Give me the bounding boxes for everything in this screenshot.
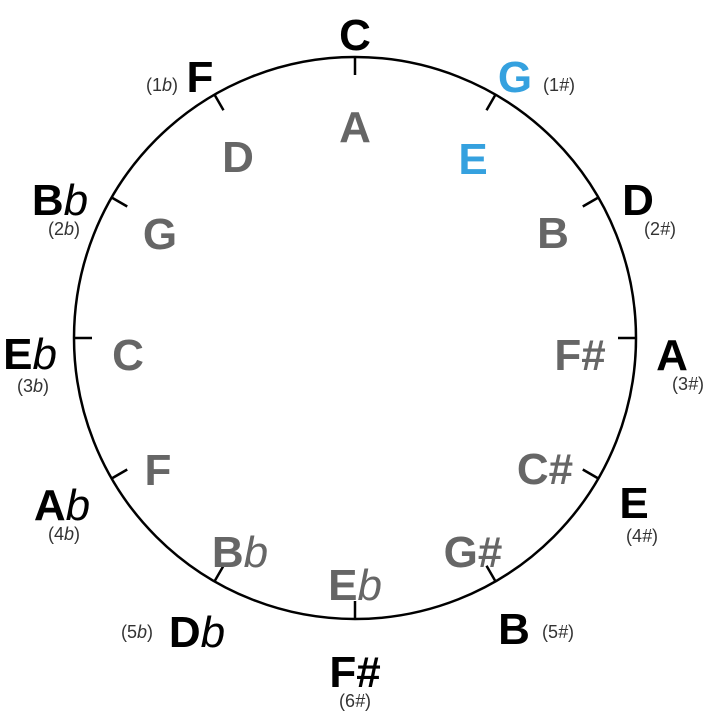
- relative-minor-label: C: [112, 331, 144, 380]
- major-key-label: Ab: [34, 481, 90, 530]
- key-signature-label: (4b): [48, 524, 80, 544]
- tick-mark: [485, 94, 497, 111]
- major-key-label: F#: [329, 648, 380, 697]
- major-key-label: F: [187, 53, 214, 102]
- relative-minor-label: Eb: [328, 561, 382, 610]
- major-key-label: C: [339, 11, 371, 60]
- tick-mark: [485, 565, 497, 582]
- relative-minor-label: A: [339, 103, 371, 152]
- relative-minor-label: F: [145, 446, 172, 495]
- key-signature-label: (4#): [626, 526, 658, 546]
- tick-mark: [111, 468, 128, 480]
- key-signature-label: (3b): [17, 376, 49, 396]
- major-key-label: B: [498, 605, 530, 654]
- relative-minor-label: G#: [444, 528, 503, 577]
- relative-minor-label: B: [537, 209, 569, 258]
- tick-mark: [213, 565, 225, 582]
- major-key-label: Eb: [3, 330, 57, 379]
- key-signature-label: (6#): [339, 691, 371, 711]
- key-signature-label: (2#): [644, 219, 676, 239]
- relative-minor-label: F#: [554, 331, 605, 380]
- major-key-label: D: [622, 176, 654, 225]
- key-signature-label: (1b): [146, 75, 178, 95]
- key-signature-label: (5#): [542, 622, 574, 642]
- key-labels: CAGE(1#)DB(2#)AF#(3#)EC#(4#)BG#(5#)F#Eb(…: [3, 11, 704, 711]
- relative-minor-label: G: [143, 210, 177, 259]
- key-signature-label: (3#): [672, 374, 704, 394]
- tick-mark: [582, 196, 599, 208]
- key-signature-label: (1#): [543, 75, 575, 95]
- tick-mark: [111, 196, 128, 208]
- major-key-label: Bb: [32, 176, 88, 225]
- tick-mark: [582, 468, 599, 480]
- relative-minor-label: E: [458, 135, 487, 184]
- major-key-label: G: [498, 53, 532, 102]
- key-signature-label: (5b): [121, 622, 153, 642]
- major-key-label: Db: [169, 608, 225, 657]
- key-signature-label: (2b): [48, 219, 80, 239]
- major-key-label: A: [656, 331, 688, 380]
- relative-minor-label: C#: [517, 445, 573, 494]
- relative-minor-label: D: [222, 133, 254, 182]
- major-key-label: E: [619, 479, 648, 528]
- tick-marks: [74, 57, 636, 619]
- tick-mark: [213, 94, 225, 111]
- relative-minor-label: Bb: [212, 528, 268, 577]
